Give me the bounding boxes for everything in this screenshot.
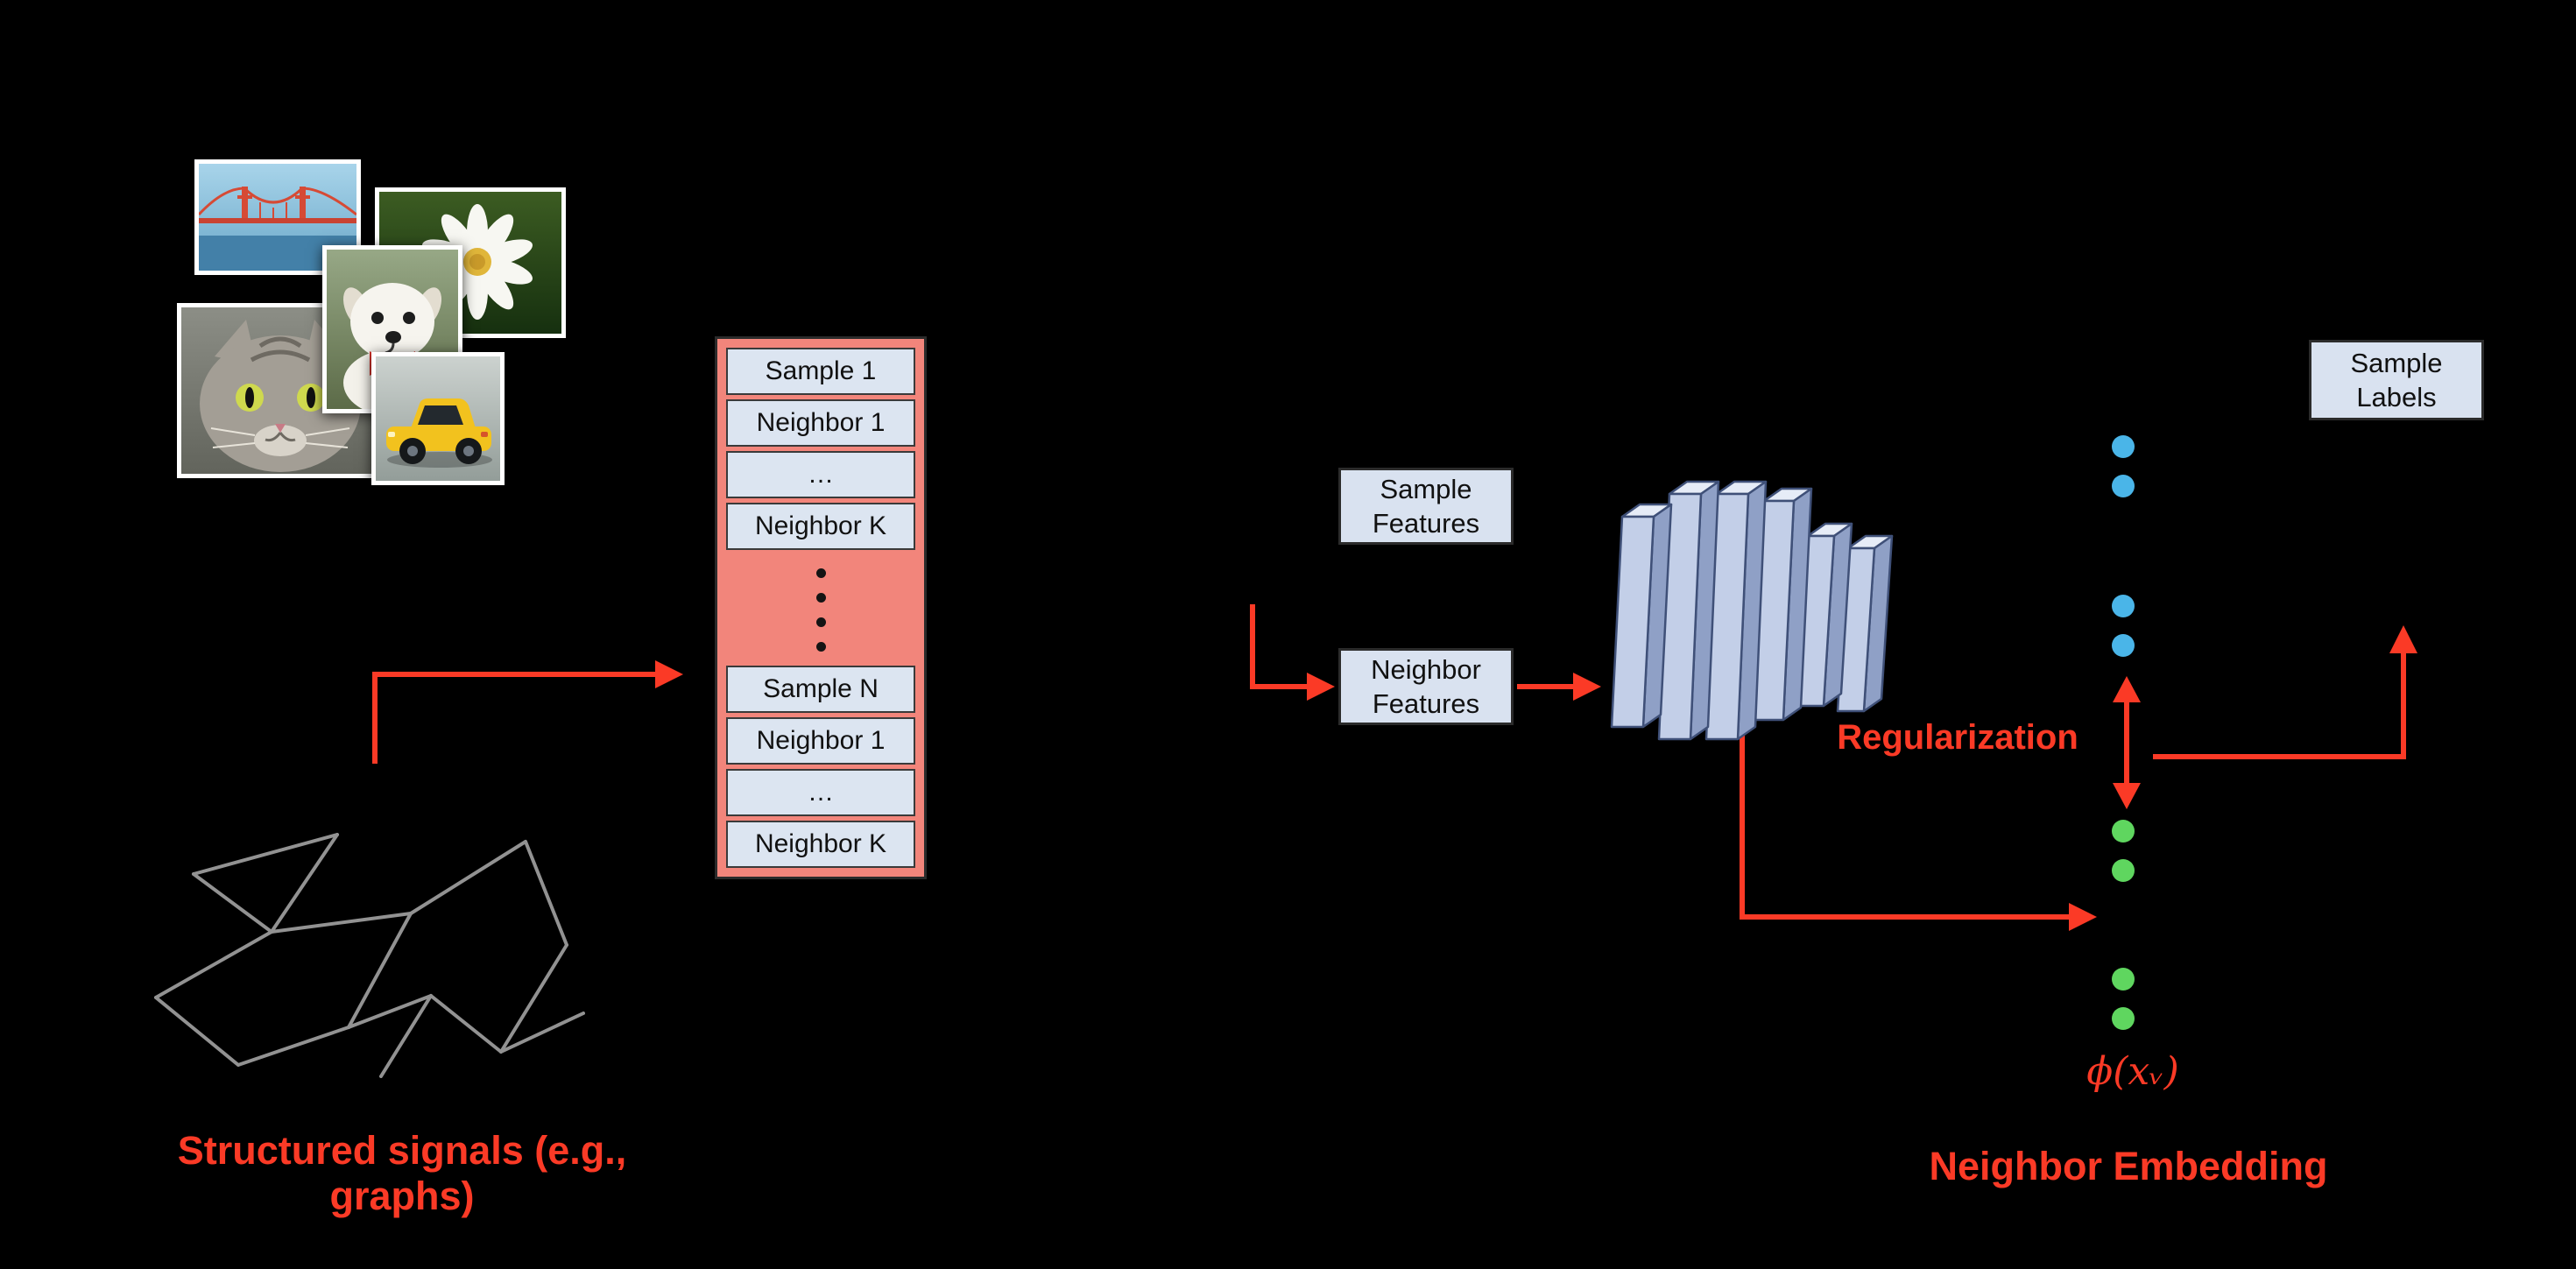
neighbor-embedding-dots (2112, 820, 2135, 1030)
table-row: Neighbor K (726, 821, 915, 868)
nn-layer (1836, 534, 1894, 713)
table-row: … (726, 769, 915, 816)
phi-embedding-formula: ϕ(xᵥ) (2086, 1049, 2179, 1094)
yellow-car-photo (371, 352, 505, 485)
neighbor-features-box: Neighbor Features (1338, 648, 1514, 725)
arrow-embedding-to-labels (2153, 625, 2417, 759)
sample-labels-box: Sample Labels (2309, 340, 2484, 420)
nn-layer (1704, 480, 1768, 741)
neighbor-embedding-label: Neighbor Embedding (1929, 1144, 2328, 1188)
table-row: … (726, 451, 915, 498)
sample-embedding-dots (2112, 435, 2135, 657)
structured-signals-graph (154, 833, 585, 1078)
nn-layer (1610, 503, 1673, 729)
nn-layer (1752, 487, 1813, 722)
regularization-double-arrow (2113, 676, 2141, 809)
nn-layer (1796, 522, 1853, 708)
arrow-features-to-network (1517, 673, 1601, 701)
vertical-ellipsis (726, 554, 915, 666)
table-row: Neighbor K (726, 503, 915, 550)
sample-features-box: Sample Features (1338, 468, 1514, 545)
car-illustration (376, 356, 500, 481)
nn-layer (1657, 480, 1720, 741)
table-row: Sample N (726, 666, 915, 713)
table-row: Neighbor 1 (726, 399, 915, 447)
arrow-signals-to-table (372, 660, 683, 764)
table-row: Sample 1 (726, 348, 915, 395)
neural-network-stack (1610, 480, 1894, 741)
table-row: Neighbor 1 (726, 717, 915, 765)
regularization-label: Regularization (1837, 718, 2078, 757)
arrow-into-neighbor-features (1250, 604, 1335, 701)
sampled-batch-table: Sample 1 Neighbor 1 … Neighbor K Sample … (715, 336, 927, 879)
arrow-network-to-embedding (1740, 736, 2097, 931)
structured-signals-label: Structured signals (e.g., graphs) (177, 1128, 627, 1218)
